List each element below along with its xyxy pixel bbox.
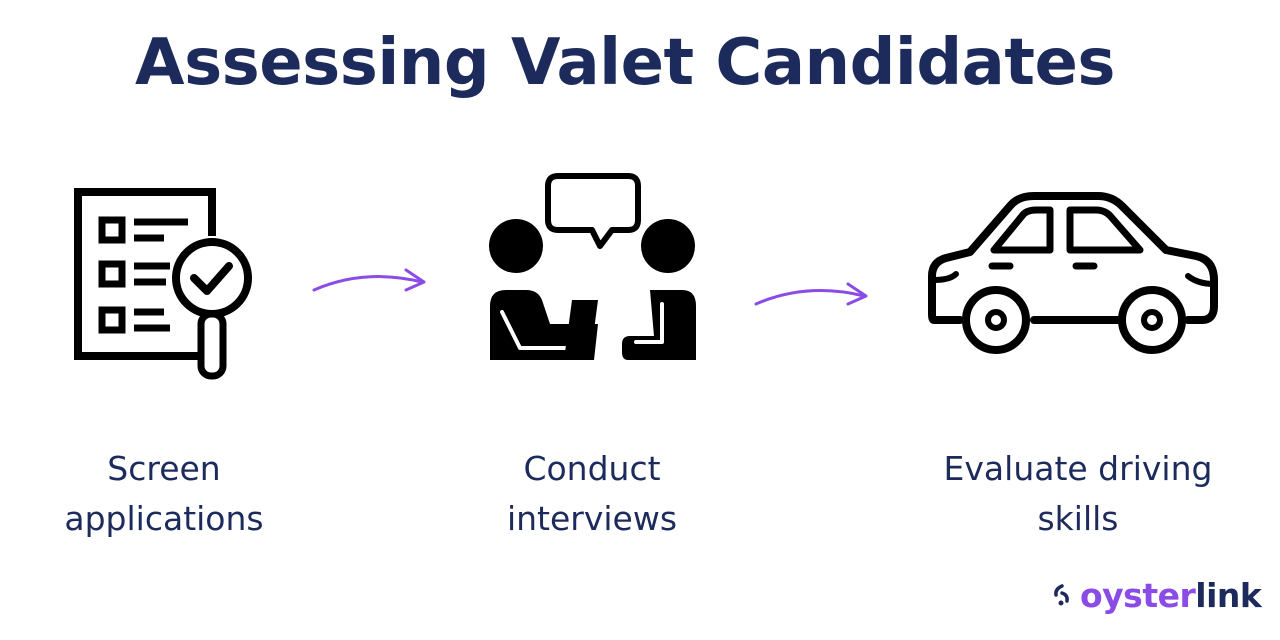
logo-text-part1: oyster <box>1080 576 1196 615</box>
oysterlink-logo: oysterlink <box>1052 574 1262 618</box>
step-label-line: skills <box>1037 499 1119 538</box>
step-label-line: interviews <box>506 499 678 538</box>
step-label-line: applications <box>64 499 264 538</box>
checklist-magnifier-icon <box>74 188 252 380</box>
step-label-conduct-interviews: Conduct interviews <box>432 444 752 544</box>
step-label-screen-applications: Screen applications <box>4 444 324 544</box>
arrow-right-1 <box>312 268 426 292</box>
page-title: Assessing Valet Candidates <box>135 26 1115 100</box>
logo-mark-icon <box>1054 584 1069 606</box>
step-label-line: Screen <box>107 449 221 488</box>
logo-wordmark: oysterlink <box>1080 574 1262 618</box>
step-label-line: Evaluate driving <box>943 449 1213 488</box>
logo-text-part2: link <box>1195 576 1262 615</box>
interview-people-icon <box>489 173 696 360</box>
step-label-line: Conduct <box>523 449 661 488</box>
car-icon <box>928 192 1218 354</box>
step-label-evaluate-driving-skills: Evaluate driving skills <box>918 444 1238 544</box>
arrow-right-2 <box>754 282 868 306</box>
